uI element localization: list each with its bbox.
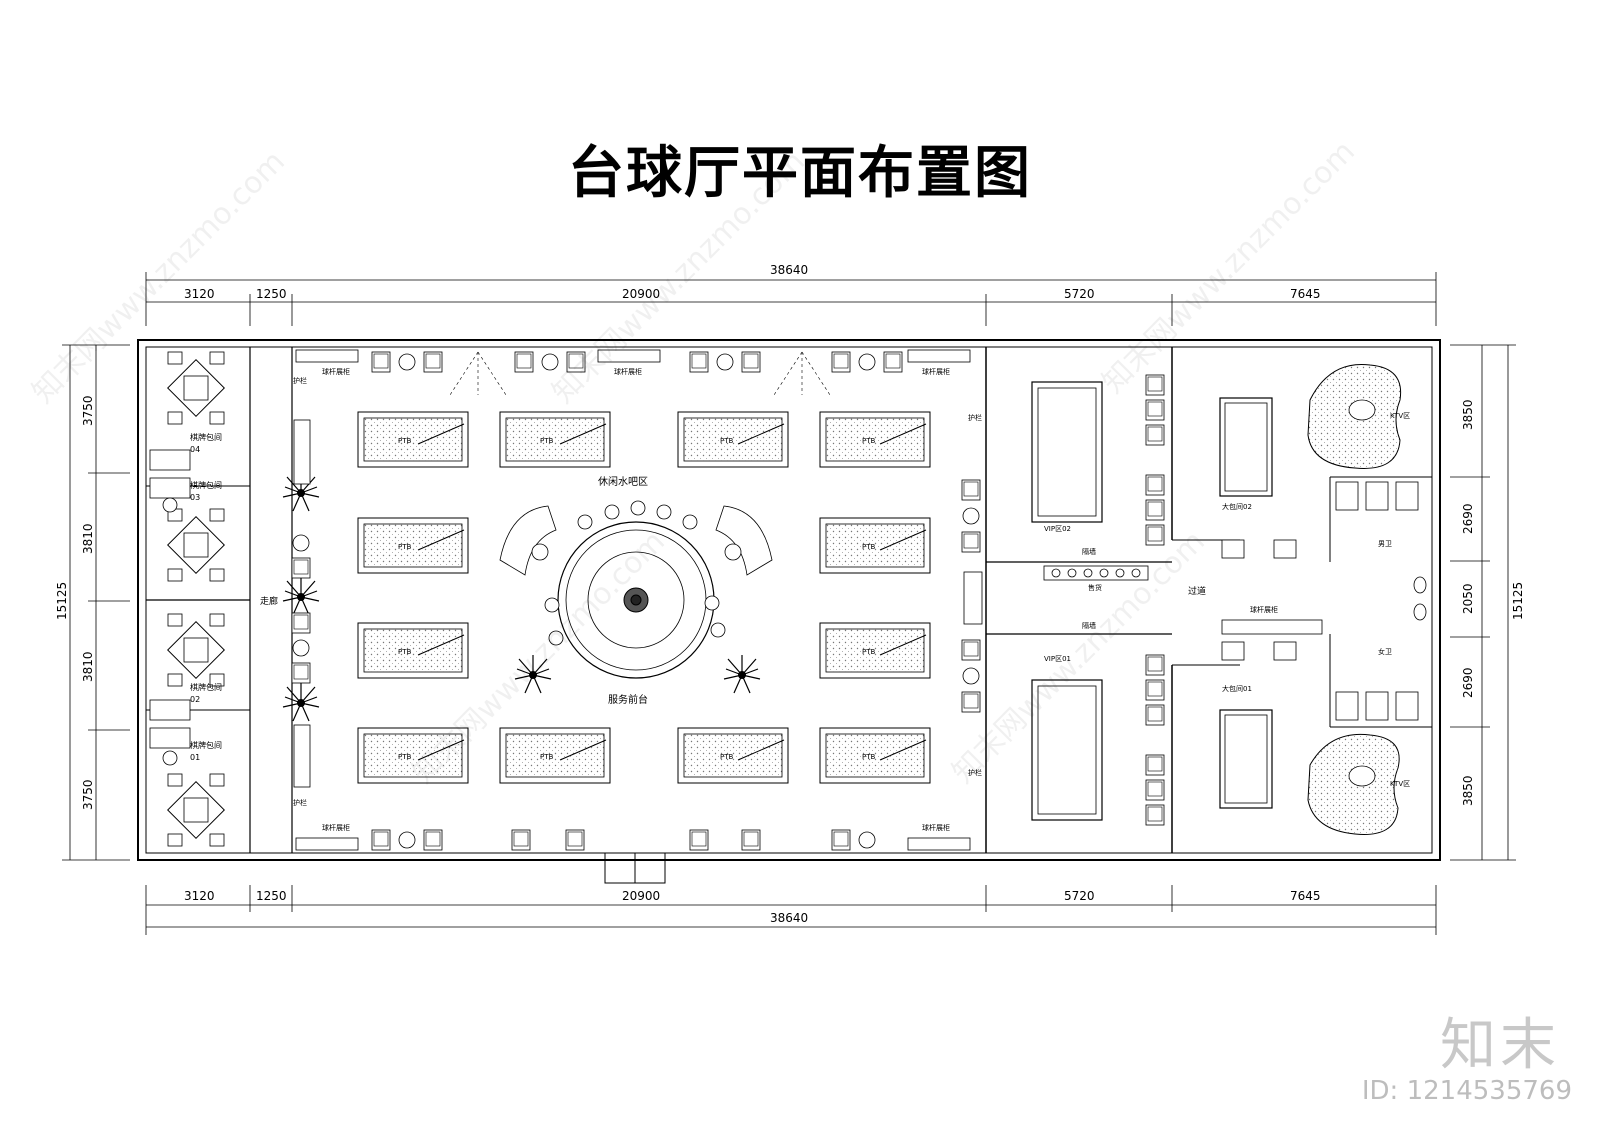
page-title: 台球厅平面布置图 xyxy=(568,141,1032,206)
bar-area xyxy=(499,505,773,679)
table-labels: PTB PTB PTB PTB PTB PTB PTB PTB PTB PTB … xyxy=(398,437,875,761)
dim-right-seg: 2690 xyxy=(1461,667,1475,698)
dimension-top xyxy=(145,272,1437,326)
dim-right-seg: 3850 xyxy=(1461,399,1475,430)
dimension-left xyxy=(62,344,130,861)
svg-text:01: 01 xyxy=(190,753,200,762)
top-wall-furniture xyxy=(295,349,971,851)
table-label: PTB xyxy=(540,753,553,761)
dim-left-seg: 3750 xyxy=(81,779,95,810)
guardrail-label: 护栏 xyxy=(293,798,307,807)
wall-label: 隔墙 xyxy=(1082,547,1096,556)
cue-rack-label: 球杆展柜 xyxy=(322,823,350,832)
male-wc-label: 男卫 xyxy=(1378,540,1392,548)
guardrail-label: 护栏 xyxy=(293,376,307,385)
cue-rack-label: 球杆展柜 xyxy=(922,823,950,832)
dimension-right xyxy=(1450,344,1516,861)
svg-text:棋牌包间: 棋牌包间 xyxy=(190,480,222,490)
dim-bottom-seg: 1250 xyxy=(256,889,287,903)
table-label: PTB xyxy=(720,753,733,761)
table-label: PTB xyxy=(398,753,411,761)
guardrail-label: 护栏 xyxy=(968,768,982,777)
dim-right-seg: 3850 xyxy=(1461,775,1475,806)
table-label: PTB xyxy=(720,437,733,445)
brand-logo: 知末 xyxy=(1440,1013,1560,1078)
vip1-label: VIP区01 xyxy=(1044,655,1071,663)
table-label: PTB xyxy=(398,437,411,445)
chess-room-labels: 棋牌包间 04 棋牌包间 03 棋牌包间 02 棋牌包间 01 xyxy=(190,432,222,762)
big1-label: 大包间01 xyxy=(1222,684,1252,693)
corridor-label: 走廊 xyxy=(260,595,278,607)
cabinet-labels: 球杆展柜 球杆展柜 球杆展柜 球杆展柜 球杆展柜 护栏 护栏 护栏 护栏 xyxy=(293,367,982,832)
dim-left-seg: 3810 xyxy=(81,651,95,682)
wall-label: 隔墙 xyxy=(1082,621,1096,630)
chess-rooms xyxy=(167,351,225,847)
table-label: PTB xyxy=(862,437,875,445)
dim-bottom-seg: 3120 xyxy=(184,889,215,903)
dim-top-seg: 7645 xyxy=(1290,287,1321,301)
restrooms xyxy=(1335,481,1427,721)
svg-text:棋牌包间: 棋牌包间 xyxy=(190,682,222,692)
dim-left-seg: 3810 xyxy=(81,523,95,554)
dim-right-seg: 2690 xyxy=(1461,503,1475,534)
dim-left-total: 15125 xyxy=(55,582,69,620)
image-id: ID: 1214535769 xyxy=(1361,1076,1572,1106)
big2-label: 大包间02 xyxy=(1222,502,1252,511)
dim-bottom-seg: 20900 xyxy=(622,889,660,903)
bar-stools xyxy=(544,500,726,646)
bar-label: 休闲水吧区 xyxy=(598,475,648,488)
svg-text:04: 04 xyxy=(190,445,200,454)
cue-rack-label: 球杆展柜 xyxy=(322,367,350,376)
chess-cabinets xyxy=(149,449,191,766)
dim-bottom-total: 38640 xyxy=(770,911,808,925)
dim-bottom-seg: 5720 xyxy=(1064,889,1095,903)
cue-rack-label: 球杆展柜 xyxy=(922,367,950,376)
dimension-bottom xyxy=(145,885,1437,935)
reception-label: 服务前台 xyxy=(608,693,648,706)
passage-label: 过道 xyxy=(1188,585,1206,597)
svg-text:棋牌包间: 棋牌包间 xyxy=(190,740,222,750)
dim-top-seg: 1250 xyxy=(256,287,287,301)
dim-left-seg: 3750 xyxy=(81,395,95,426)
dim-top-seg: 20900 xyxy=(622,287,660,301)
svg-text:棋牌包间: 棋牌包间 xyxy=(190,432,222,442)
svg-text:03: 03 xyxy=(190,493,200,502)
dim-right-total: 15125 xyxy=(1511,582,1525,620)
vip-rooms xyxy=(1031,374,1165,826)
dim-right-seg: 2050 xyxy=(1461,583,1475,614)
cue-rack-label: 球杆展柜 xyxy=(614,367,642,376)
vending-label: 售货 xyxy=(1088,583,1102,592)
ktv-top-label: KTV区 xyxy=(1390,412,1410,420)
table-label: PTB xyxy=(540,437,553,445)
table-label: PTB xyxy=(398,543,411,551)
dim-top-seg: 5720 xyxy=(1064,287,1095,301)
dim-top-seg: 3120 xyxy=(184,287,215,301)
table-label: PTB xyxy=(862,753,875,761)
dim-bottom-seg: 7645 xyxy=(1290,889,1321,903)
vip-room-furniture xyxy=(1043,565,1149,581)
outer-walls xyxy=(137,339,1441,884)
big-rooms xyxy=(1219,363,1402,835)
table-label: PTB xyxy=(862,543,875,551)
guardrail-label: 护栏 xyxy=(968,413,982,422)
dim-top-total: 38640 xyxy=(770,263,808,277)
table-label: PTB xyxy=(862,648,875,656)
cue-rack-label: 球杆展柜 xyxy=(1250,605,1278,614)
vip2-label: VIP区02 xyxy=(1044,525,1071,533)
ktv-bottom-label: KTV区 xyxy=(1390,780,1410,788)
svg-text:02: 02 xyxy=(190,695,200,704)
female-wc-label: 女卫 xyxy=(1378,647,1392,656)
left-side-seating xyxy=(291,419,983,788)
table-label: PTB xyxy=(398,648,411,656)
light-lines xyxy=(449,351,831,396)
